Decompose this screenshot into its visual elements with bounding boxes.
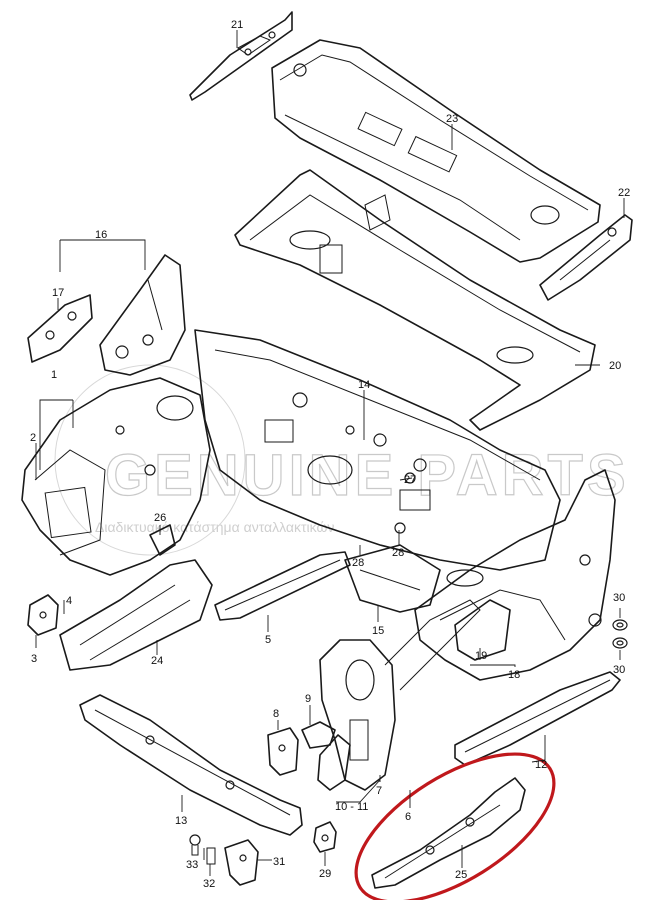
part-25-reinforcement[interactable] (371, 777, 526, 889)
callouts: 21 23 22 16 17 20 1 2 14 27 26 4 28 28 3… (30, 19, 630, 890)
callout-2[interactable]: 2 (30, 432, 36, 444)
part-22-side-bracket[interactable] (539, 214, 633, 301)
part-16-pillar-upper[interactable] (99, 254, 186, 376)
part-31-bracket[interactable] (224, 839, 259, 886)
callout-19[interactable]: 19 (475, 650, 487, 662)
callout-22[interactable]: 22 (618, 187, 630, 199)
part-14-dash-panel[interactable] (194, 329, 561, 571)
callout-23[interactable]: 23 (446, 113, 458, 125)
part-15-lower-dash[interactable] (344, 544, 441, 613)
callout-29[interactable]: 29 (319, 868, 331, 880)
part-30-grommet-upper[interactable] (612, 619, 628, 631)
leader-lines (35, 30, 625, 876)
part-10-11-pillar-inner[interactable] (317, 734, 351, 791)
callout-7[interactable]: 7 (376, 785, 382, 797)
callout-12[interactable]: 12 (535, 759, 547, 771)
callout-20[interactable]: 20 (609, 360, 621, 372)
callout-6[interactable]: 6 (405, 811, 411, 823)
callout-21[interactable]: 21 (231, 19, 243, 31)
callout-24[interactable]: 24 (151, 655, 163, 667)
callout-15[interactable]: 15 (372, 625, 384, 637)
part-24-lower-apron[interactable] (59, 559, 213, 671)
part-1-wheel-apron[interactable] (21, 377, 211, 576)
part-26-stay[interactable] (149, 524, 176, 556)
callout-8[interactable]: 8 (273, 708, 279, 720)
part-9-bracket[interactable] (301, 721, 336, 749)
highlight-oval (354, 752, 556, 900)
part-3-plate[interactable] (27, 594, 59, 636)
callout-33[interactable]: 33 (186, 859, 198, 871)
callout-26[interactable]: 26 (154, 512, 166, 524)
part-23-cowl-top-panel[interactable] (271, 39, 601, 263)
part-19-apron-bracket[interactable] (454, 599, 511, 661)
part-13-cross-member[interactable] (79, 694, 303, 836)
part-6-front-pillar[interactable] (319, 599, 481, 791)
callout-3[interactable]: 3 (31, 653, 37, 665)
part-18-right-apron[interactable] (414, 469, 616, 681)
part-12-side-rail[interactable] (454, 671, 621, 766)
part-33-bolt[interactable] (189, 834, 201, 856)
part-21-bracket[interactable] (189, 11, 293, 101)
callout-32[interactable]: 32 (203, 878, 215, 890)
callout-17[interactable]: 17 (52, 287, 64, 299)
callout-18[interactable]: 18 (508, 669, 520, 681)
part-29-clip[interactable] (313, 821, 337, 853)
callout-4[interactable]: 4 (66, 595, 72, 607)
callout-28-right[interactable]: 28 (392, 547, 404, 559)
watermark-subtext: Διαδικτυακό κατάστημα ανταλλακτικών (95, 519, 334, 535)
callout-27[interactable]: 27 (404, 474, 416, 486)
callout-30-upper[interactable]: 30 (613, 592, 625, 604)
watermark-text: GENUINE PARTS (105, 443, 630, 508)
part-17-gusset[interactable] (27, 294, 93, 363)
callout-16[interactable]: 16 (95, 229, 107, 241)
part-20-dash-upper[interactable] (234, 169, 596, 431)
part-5-floor-rail[interactable] (214, 551, 351, 621)
part-32-washer[interactable] (206, 847, 216, 865)
callout-9[interactable]: 9 (305, 693, 311, 705)
callout-5[interactable]: 5 (265, 634, 271, 646)
callout-13[interactable]: 13 (175, 815, 187, 827)
callout-10-11[interactable]: 10 - 11 (335, 801, 368, 813)
callout-31[interactable]: 31 (273, 856, 285, 868)
part-30-grommet-lower[interactable] (612, 637, 628, 649)
callout-30-lower[interactable]: 30 (613, 664, 625, 676)
watermark: GENUINE PARTS Διαδικτυακό κατάστημα αντα… (54, 364, 630, 556)
callout-1[interactable]: 1 (51, 369, 57, 381)
callout-28-left[interactable]: 28 (352, 557, 364, 569)
callout-25[interactable]: 25 (455, 869, 467, 881)
callout-14[interactable]: 14 (358, 379, 370, 391)
part-8-plate[interactable] (267, 727, 299, 776)
